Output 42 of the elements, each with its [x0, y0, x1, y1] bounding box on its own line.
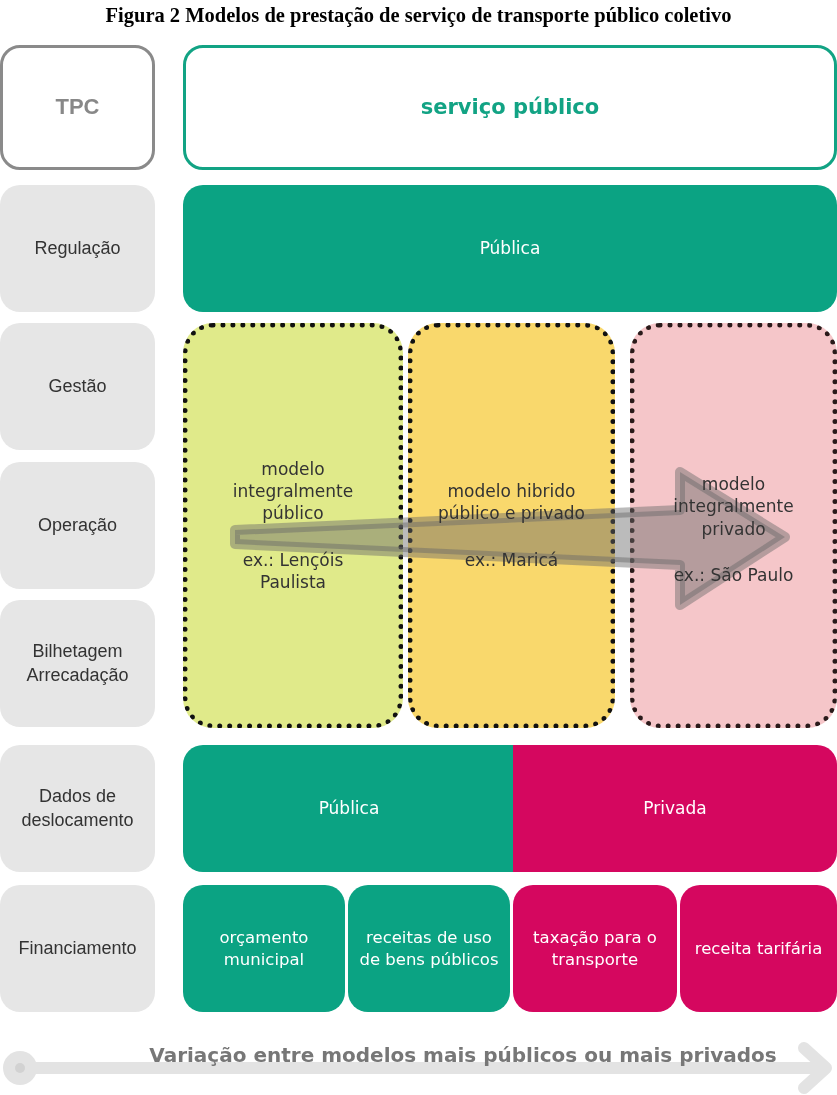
node-text: Pública [318, 797, 380, 820]
node-text: modelo integralmente privado [672, 473, 795, 540]
row-label-box [0, 323, 155, 450]
row-label-box [0, 885, 155, 1012]
node-text: Bilhetagem Arrecadação [25, 640, 130, 687]
funding-box [183, 885, 345, 1012]
node-text: TPC [55, 93, 100, 122]
node-text: Privada [643, 797, 707, 820]
model-card [630, 323, 837, 728]
band [183, 745, 515, 872]
model-card [408, 323, 615, 728]
example-text: ex.: São Paulo [673, 563, 794, 586]
row-label-box [0, 185, 155, 312]
header-label-box [0, 45, 155, 170]
row-label-box [0, 745, 155, 872]
node-text: Pública [479, 237, 541, 260]
node-text: serviço público [420, 93, 600, 121]
arrow [230, 467, 790, 610]
header-box [183, 45, 837, 170]
funding-box [348, 885, 510, 1012]
node-text: Regulação [33, 236, 122, 260]
band [183, 185, 837, 312]
funding-box [680, 885, 837, 1012]
node-text: modelo integralmente público [231, 458, 355, 525]
band [513, 745, 837, 872]
funding-box [513, 885, 677, 1012]
row-label-box [0, 462, 155, 589]
figure-title: Figura 2 Modelos de prestação de serviço de transporte público coletivo [104, 4, 733, 27]
example-text: ex.: Lençóis Paulista [241, 548, 345, 593]
node-text: Financiamento [17, 936, 138, 960]
model-card [183, 323, 403, 728]
node-text: receita tarifária [693, 937, 824, 960]
node-text: modelo hibrido público e privado [437, 480, 586, 525]
node-text: taxação para o transporte [532, 927, 658, 970]
axis-caption: Variação entre modelos mais públicos ou mais privados [148, 1043, 778, 1067]
node-text: Dados de deslocamento [20, 785, 135, 832]
row-label-box [0, 600, 155, 727]
node-text: Gestão [47, 374, 108, 398]
node-text: orçamento municipal [218, 927, 310, 970]
node-text: receitas de uso de bens públicos [358, 927, 500, 970]
node-text: Operação [36, 513, 119, 537]
example-text: ex.: Maricá [464, 548, 559, 571]
